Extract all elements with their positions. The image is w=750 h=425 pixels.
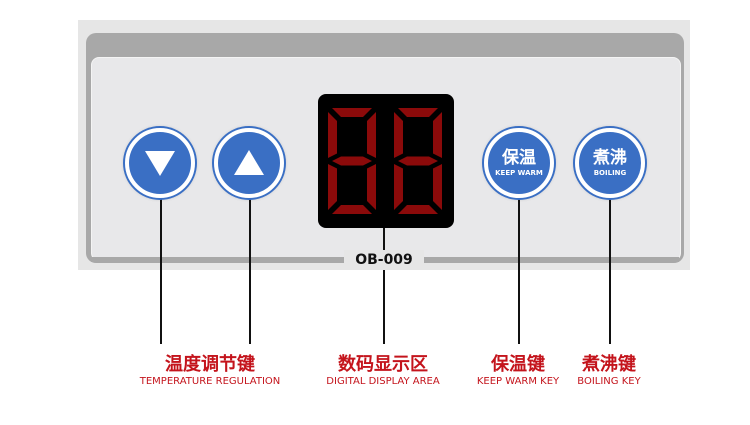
temp-down-button[interactable]	[125, 128, 195, 198]
digit-2-segment	[398, 108, 438, 117]
boiling-en: BOILING	[593, 169, 627, 177]
triangle-up-icon	[234, 150, 264, 175]
label-boiling: 煮沸键 BOILING KEY	[559, 354, 659, 388]
digit-2-segment	[394, 164, 403, 210]
digit-2-segment	[394, 112, 403, 158]
boiling-cn: 煮沸	[593, 148, 627, 168]
model-label: OB-009	[344, 250, 424, 270]
label-temperature: 温度调节键 TEMPERATURE REGULATION	[110, 354, 310, 388]
digit-1-segment	[332, 108, 372, 117]
label-en: DIGITAL DISPLAY AREA	[326, 376, 440, 387]
keep-warm-en: KEEP WARM	[495, 169, 543, 177]
digit-1-segment	[328, 112, 337, 158]
label-display: 数码显示区 DIGITAL DISPLAY AREA	[303, 354, 463, 388]
pointer-line	[249, 196, 251, 344]
label-keep-warm: 保温键 KEEP WARM KEY	[458, 354, 578, 388]
pointer-line	[383, 228, 385, 344]
digit-2-segment	[398, 205, 438, 214]
digit-1-segment	[332, 156, 372, 166]
digit-1-segment	[328, 164, 337, 210]
label-cn: 煮沸键	[582, 354, 636, 375]
label-cn: 数码显示区	[338, 354, 428, 375]
keep-warm-button[interactable]: 保温 KEEP WARM	[484, 128, 554, 198]
digital-display	[318, 94, 454, 228]
label-cn: 保温键	[491, 354, 545, 375]
label-en: TEMPERATURE REGULATION	[139, 376, 281, 387]
boiling-button[interactable]: 煮沸 BOILING	[575, 128, 645, 198]
label-en: BOILING KEY	[577, 376, 641, 387]
digit-2-segment	[433, 112, 442, 158]
digit-2-segment	[433, 164, 442, 210]
pointer-line	[160, 196, 162, 344]
digit-1-segment	[367, 112, 376, 158]
digit-2-segment	[398, 156, 438, 166]
pointer-line	[609, 196, 611, 344]
label-cn: 温度调节键	[165, 354, 255, 375]
pointer-line	[518, 196, 520, 344]
seven-segment-digits	[328, 108, 442, 214]
label-en: KEEP WARM KEY	[476, 376, 560, 387]
keep-warm-cn: 保温	[502, 148, 536, 168]
digit-1-segment	[367, 164, 376, 210]
triangle-down-icon	[145, 151, 175, 176]
temp-up-button[interactable]	[214, 128, 284, 198]
digit-1-segment	[332, 205, 372, 214]
